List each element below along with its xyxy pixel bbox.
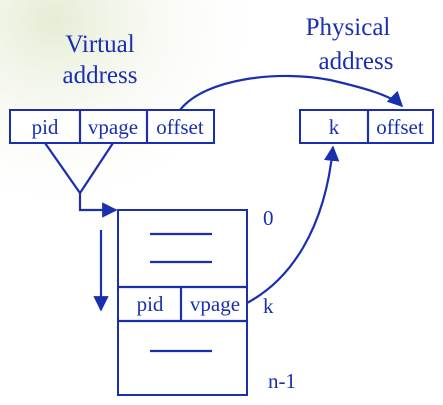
frame-number-arrow: [246, 145, 340, 304]
virtual-address-title-line2: address: [63, 62, 138, 89]
inverted-page-table: pid vpage: [117, 209, 248, 396]
table-match-pid: pid: [137, 292, 164, 316]
virtual-offset-field: offset: [156, 115, 204, 139]
virtual-vpage-field: vpage: [88, 115, 138, 139]
lookup-arrow: [78, 193, 118, 218]
row-label-first: 0: [263, 206, 274, 230]
offset-copy-arrow: [179, 74, 404, 111]
physical-address-title-line2: address: [319, 48, 394, 75]
row-label-last: n-1: [268, 369, 296, 393]
physical-address-register: k offset: [299, 109, 434, 144]
physical-frame-field: k: [329, 115, 340, 139]
row-label-match: k: [263, 294, 274, 318]
virtual-pid-field: pid: [32, 115, 59, 139]
physical-address-title-line1: Physical: [306, 14, 391, 41]
virtual-address-register: pid vpage offset: [9, 109, 215, 144]
virtual-address-title-line1: Virtual: [65, 31, 134, 58]
table-match-vpage: vpage: [190, 292, 240, 316]
physical-offset-field: offset: [376, 115, 424, 139]
